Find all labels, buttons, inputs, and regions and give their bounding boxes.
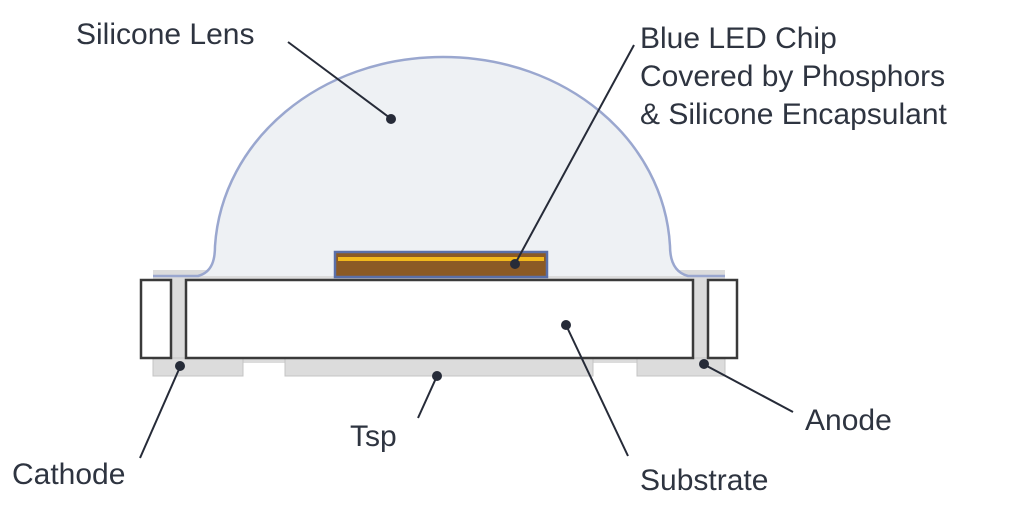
label-silicone-lens: Silicone Lens	[76, 18, 254, 51]
silicone-lens	[153, 55, 725, 278]
dot-tsp	[432, 371, 442, 381]
leader-silicone-lens	[287, 41, 391, 119]
cathode-pad	[152, 357, 244, 377]
dot-cathode	[175, 361, 185, 371]
cathode-terminal	[139, 278, 173, 360]
leader-cathode	[139, 366, 181, 459]
anode-terminal	[706, 278, 739, 360]
leader-tsp	[417, 375, 438, 419]
phosphor-layer	[338, 257, 544, 261]
dot-anode	[699, 359, 709, 369]
anode-pad	[636, 357, 726, 377]
leader-substrate	[565, 324, 629, 457]
dot-silicone-lens	[386, 114, 396, 124]
substrate	[184, 278, 695, 360]
label-chip-line3: & Silicone Encapsulant	[640, 98, 948, 131]
label-chip-line2: Covered by Phosphors	[640, 60, 945, 93]
label-anode: Anode	[805, 404, 892, 437]
leader-anode	[704, 364, 794, 413]
dot-substrate	[561, 320, 571, 330]
label-tsp: Tsp	[350, 420, 397, 453]
label-chip-line1: Blue LED Chip	[640, 22, 837, 55]
leader-led-chip	[514, 44, 635, 265]
label-substrate: Substrate	[640, 464, 768, 497]
dot-led-chip	[510, 259, 520, 269]
label-cathode: Cathode	[12, 458, 125, 491]
